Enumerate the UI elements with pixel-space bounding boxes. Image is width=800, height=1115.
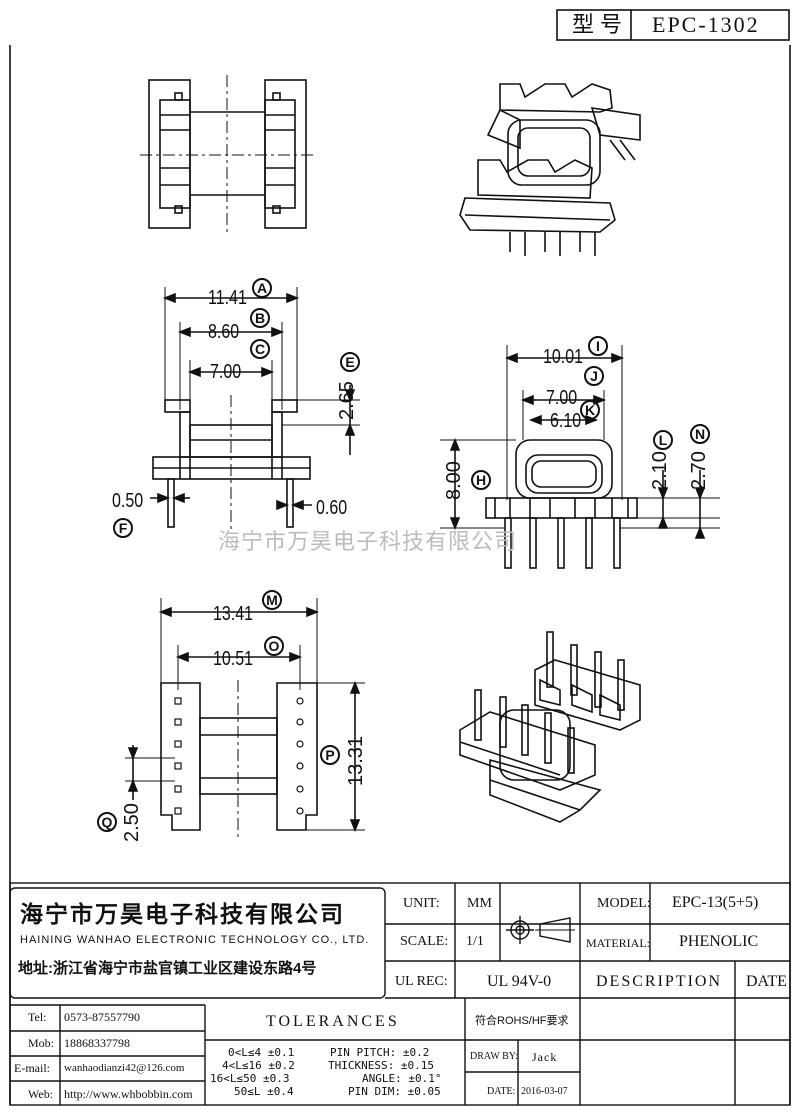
unit-value: MM <box>467 896 492 911</box>
web-value[interactable]: http://www.whbobbin.com <box>64 1087 193 1101</box>
callout-j: J <box>584 366 604 386</box>
material-value: PHENOLIC <box>679 933 759 950</box>
material-label: MATERIAL: <box>586 936 650 950</box>
callout-o: O <box>264 636 284 656</box>
dim-o-value: 10.51 <box>213 648 254 670</box>
company-name-en: HAINING WANHAO ELECTRONIC TECHNOLOGY CO.… <box>20 934 370 946</box>
dim-n-value: 2.70 <box>688 451 710 490</box>
dim-p-value: 13.31 <box>345 735 367 786</box>
tolerance-3: 16<L≤50 ±0.3 <box>210 1072 290 1085</box>
description-label: DESCRIPTION <box>596 973 723 990</box>
callout-c: C <box>250 339 270 359</box>
callout-m: M <box>262 590 282 610</box>
pin-tolerance-2: THICKNESS: ±0.15 <box>328 1059 434 1072</box>
dim-e-value: 2.65 <box>336 381 358 420</box>
callout-n: N <box>690 424 710 444</box>
dim-l-value: 2.10 <box>649 451 671 490</box>
email-label: E-mail: <box>14 1061 50 1075</box>
date-value: 2016-03-07 <box>521 1086 568 1097</box>
tolerances-title: TOLERANCES <box>266 1013 400 1030</box>
callout-a: A <box>252 278 272 298</box>
callout-f: F <box>113 518 133 538</box>
callout-p: P <box>320 745 340 765</box>
front-view <box>150 287 360 530</box>
pin-tolerance-1: PIN PITCH: ±0.2 <box>330 1046 430 1059</box>
dim-f2-value: 0.60 <box>316 497 348 519</box>
draw-by-label: DRAW BY: <box>470 1051 518 1062</box>
pin-tolerance-3: ANGLE: ±0.1° <box>362 1072 442 1085</box>
unit-label: UNIT: <box>403 896 440 911</box>
title-block <box>9 882 791 1106</box>
callout-b: B <box>250 308 270 328</box>
ul-value: UL 94V-0 <box>487 973 552 990</box>
tolerance-1: 0<L≤4 ±0.1 <box>228 1046 295 1059</box>
callout-q: Q <box>97 812 117 832</box>
dim-h-value: 8.00 <box>443 461 465 500</box>
model-value: EPC-13(5+5) <box>672 894 759 911</box>
iso-view-2 <box>459 631 641 823</box>
dim-m-value: 13.41 <box>213 603 254 625</box>
tolerance-2: 4<L≤16 ±0.2 <box>222 1059 295 1072</box>
tel-label: Tel: <box>28 1010 47 1024</box>
callout-h: H <box>471 470 491 490</box>
dim-a-value: 11.41 <box>208 287 247 309</box>
watermark: 海宁市万昊电子科技有限公司 <box>218 529 518 554</box>
callout-i: I <box>588 336 608 356</box>
email-value[interactable]: wanhaodianzi42@126.com <box>64 1062 185 1074</box>
pin-tolerance-4: PIN DIM: ±0.05 <box>348 1085 441 1098</box>
dim-f-value: 0.50 <box>112 490 144 512</box>
scale-label: SCALE: <box>400 934 449 949</box>
dim-j-value: 7.00 <box>546 387 578 409</box>
rohs-note: 符合ROHS/HF要求 <box>475 1015 569 1027</box>
header-box <box>556 9 790 41</box>
model-label: MODEL: <box>597 896 651 911</box>
draw-by-value: Jack <box>532 1050 558 1064</box>
web-label: Web: <box>28 1087 54 1101</box>
callout-l: L <box>653 430 673 450</box>
dim-i-value: 10.01 <box>543 346 584 368</box>
mob-label: Mob: <box>28 1036 55 1050</box>
tel-value: 0573-87557790 <box>64 1010 140 1024</box>
callout-e: E <box>340 352 360 372</box>
side-view <box>440 345 720 569</box>
company-address: 地址:浙江省海宁市盐官镇工业区建设东路4号 <box>18 960 317 977</box>
company-name-cn: 海宁市万昊电子科技有限公司 <box>20 901 345 927</box>
iso-view-1 <box>459 83 641 256</box>
callout-k: K <box>580 400 600 420</box>
dim-k-value: 6.10 <box>550 410 582 432</box>
type-label: 型号 <box>572 12 629 37</box>
part-number: EPC-1302 <box>652 12 760 37</box>
date-field-label: DATE: <box>487 1086 516 1097</box>
dim-b-value: 8.60 <box>208 321 240 343</box>
top-view <box>140 75 315 235</box>
ul-label: UL REC: <box>395 974 448 989</box>
date-column-label: DATE <box>746 973 787 990</box>
dim-c-value: 7.00 <box>210 361 242 383</box>
dim-q-value: 2.50 <box>121 803 143 842</box>
mob-value: 18868337798 <box>64 1036 130 1050</box>
scale-value: 1/1 <box>466 934 484 949</box>
bottom-view <box>125 598 365 840</box>
tolerance-4: 50≤L ±0.4 <box>234 1085 294 1098</box>
